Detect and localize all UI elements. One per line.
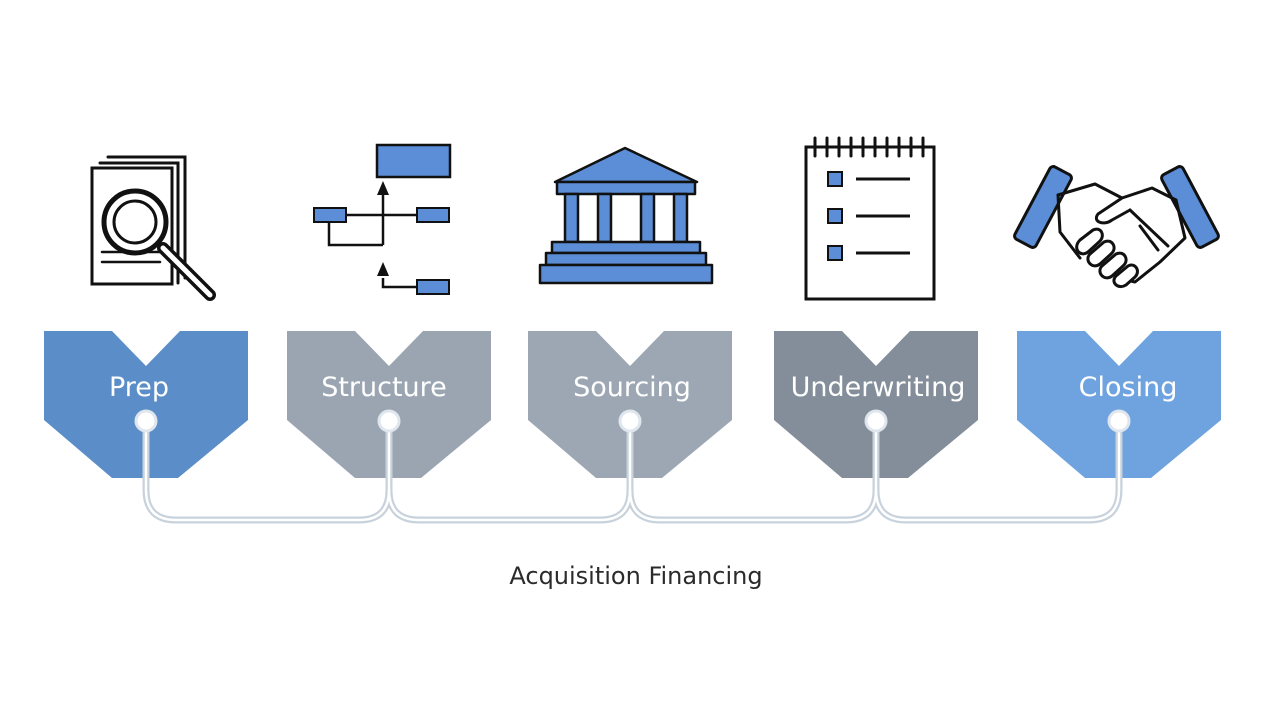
stage-shape-structure bbox=[287, 331, 491, 478]
stage-shape-prep bbox=[44, 331, 248, 478]
stage-node bbox=[377, 409, 401, 433]
stage-label-structure: Structure bbox=[321, 372, 447, 403]
handshake-icon bbox=[1013, 165, 1220, 289]
stage-shape-closing bbox=[1017, 331, 1221, 478]
document-search-icon bbox=[90, 155, 216, 301]
stage-shapes bbox=[44, 331, 1221, 478]
stage-nodes bbox=[134, 409, 1131, 433]
stage-node bbox=[618, 409, 642, 433]
bank-building-icon bbox=[538, 146, 714, 285]
stage-node bbox=[1107, 409, 1131, 433]
stage-label-sourcing: Sourcing bbox=[573, 372, 691, 403]
diagram-title: Acquisition Financing bbox=[509, 562, 762, 590]
stage-shape-underwriting bbox=[774, 331, 978, 478]
stage-label-prep: Prep bbox=[109, 372, 169, 403]
stage-label-underwriting: Underwriting bbox=[791, 372, 966, 403]
stage-node bbox=[134, 409, 158, 433]
checklist-notepad-icon bbox=[804, 136, 936, 301]
stage-shape-sourcing bbox=[528, 331, 732, 478]
stage-node bbox=[864, 409, 888, 433]
stage-label-closing: Closing bbox=[1079, 372, 1178, 403]
stage-connectors bbox=[142, 421, 1123, 524]
org-structure-icon bbox=[313, 143, 452, 295]
